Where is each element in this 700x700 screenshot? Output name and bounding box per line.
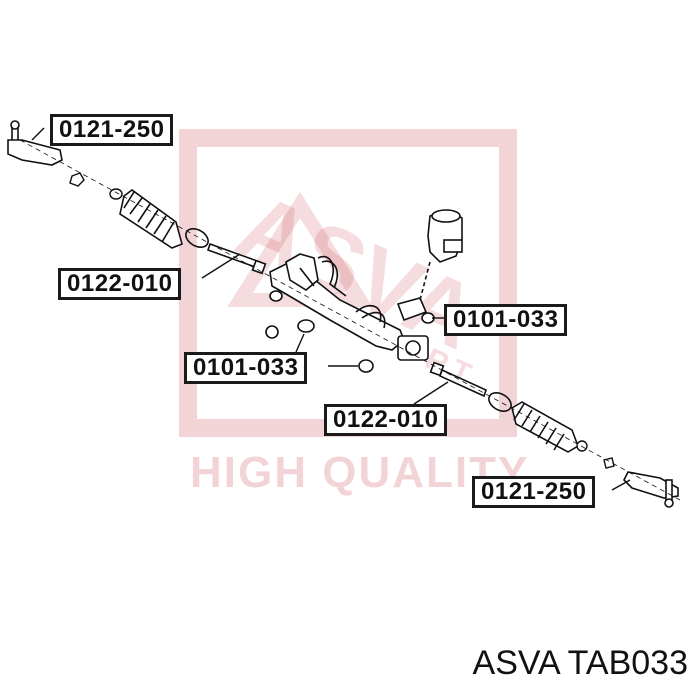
clamp-left-outer <box>109 188 123 200</box>
leader-lines <box>31 127 631 491</box>
boot-clamp-left <box>185 228 209 248</box>
tie-rod-end-right-part <box>623 471 679 508</box>
callout-tie-rod-end-left: 0121-250 <box>50 114 174 146</box>
leader-tie-rod-right <box>413 381 449 405</box>
callout-tie-rod-end-right: 0121-250 <box>472 476 596 508</box>
boot-right <box>511 401 579 453</box>
callout-tie-rod-left: 0122-010 <box>58 268 182 300</box>
leader-tie-rod-end-left <box>31 127 45 141</box>
steering-joint <box>419 209 463 301</box>
leader-tie-rod-left <box>201 253 241 279</box>
ball-stud-nut-left <box>10 120 20 130</box>
callout-tie-rod-right: 0122-010 <box>324 404 448 436</box>
jam-nut-right <box>603 457 615 469</box>
watermark-tagline: HIGH QUALITY <box>190 448 530 497</box>
part-caption: ASVA TAB033 <box>472 644 688 682</box>
tie-rod-end-left-body <box>7 139 63 166</box>
boot-left <box>119 189 183 249</box>
callout-bushing-left: 0101-033 <box>184 352 308 384</box>
leader-tie-rod-end-right <box>611 479 631 491</box>
jam-nut-left <box>69 172 85 187</box>
leader-bushing-left-2 <box>295 333 305 353</box>
mount-bushing-left-bottom <box>265 325 279 339</box>
rack-housing <box>265 253 435 373</box>
callout-bushing-right: 0101-033 <box>444 304 568 336</box>
mount-bushing-left-top <box>297 319 315 333</box>
mount-bushing-right-bottom <box>358 359 374 373</box>
clamp-right-outer <box>576 440 588 452</box>
tie-rod-end-left-part <box>7 120 63 166</box>
